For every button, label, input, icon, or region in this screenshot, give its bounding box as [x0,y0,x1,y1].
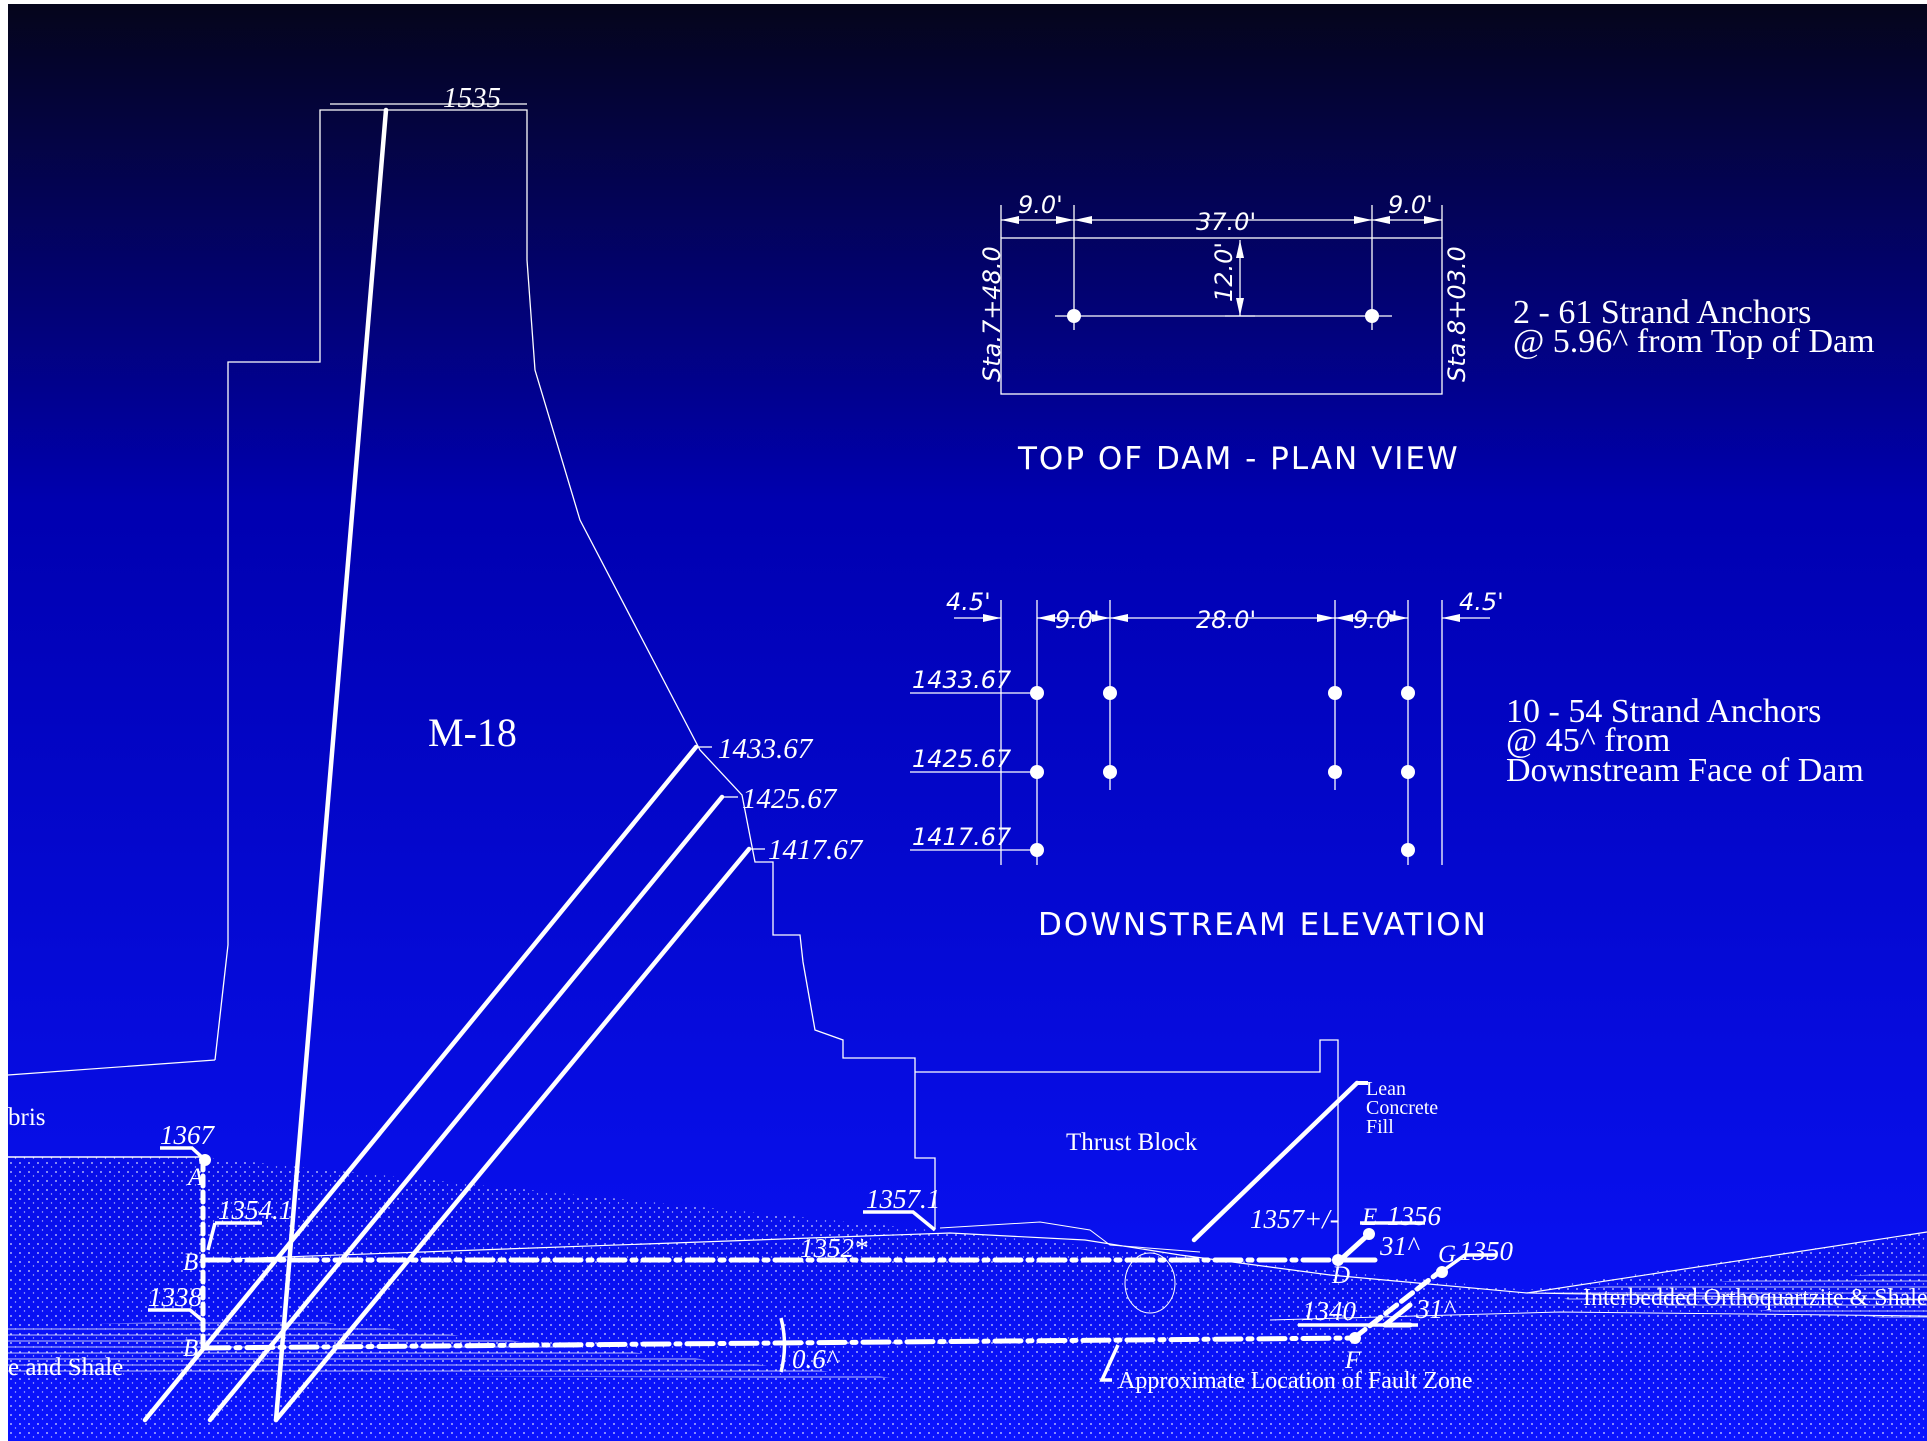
elev-1340: 1340 [1302,1296,1357,1326]
elev-1338: 1338 [148,1282,203,1312]
elev-row-1425: 1425.67 [912,745,1012,773]
point-b: B [183,1249,198,1276]
elev-note-line2: @ 45^ from [1506,722,1670,759]
anchor-elev-1417: 1417.67 [768,834,864,866]
dam-outline [214,109,1339,1270]
point-b-prime: B' [183,1335,204,1362]
foundation-rock [7,1059,1927,1441]
elev-note-line3: Downstream Face of Dam [1506,752,1864,789]
anchor-elev-1425: 1425.67 [742,783,838,815]
debris-label: bris [8,1104,46,1131]
elev-dim-4: 9.0' [1353,606,1398,634]
slip-surfaces [200,1157,1445,1351]
crest-elevation: 1535 [443,82,501,114]
elev-1367: 1367 [160,1120,216,1150]
elev-1354: 1354.1 [218,1195,292,1225]
plan-dim-vertical: 12.0' [1210,242,1238,302]
elev-1357-1: 1357.1 [866,1184,940,1214]
plan-note-line2: @ 5.96^ from Top of Dam [1513,323,1875,360]
point-d: D [1331,1262,1350,1289]
plan-dim-right: 9.0' [1388,191,1433,219]
point-f: F [1344,1347,1361,1374]
elev-row-1433: 1433.67 [912,666,1012,694]
angle-0-6: 0.6^ [792,1344,839,1374]
plan-dim-middle: 37.0' [1196,208,1256,236]
dam-block-label: M-18 [428,710,517,755]
shale-label-left: e and Shale [8,1354,123,1381]
anchors [142,107,1360,1423]
lean-fill-label-2: Concrete [1366,1097,1438,1119]
elev-row-1417: 1417.67 [912,823,1012,851]
elev-1350: 1350 [1459,1236,1514,1266]
elev-1357-pm: 1357+/- [1250,1204,1339,1234]
point-e: E [1361,1204,1377,1231]
plan-station-right: Sta.8+03.0 [1443,246,1471,382]
elev-dim-1: 4.5' [946,588,991,616]
elev-1352: 1352* [800,1233,868,1263]
shale-label-right: Interbedded Orthoquartzite & Shale [1583,1285,1927,1311]
plan-view-title: TOP OF DAM - PLAN VIEW [1017,441,1460,477]
elev-1356: 1356 [1387,1201,1442,1231]
anchor-elev-1433: 1433.67 [718,733,814,765]
elev-dim-5: 4.5' [1459,588,1504,616]
elev-dim-2: 9.0' [1055,606,1100,634]
drawing-border [0,0,1927,4]
lean-fill-label-3: Fill [1366,1116,1394,1138]
fault-zone-label: Approximate Location of Fault Zone [1118,1368,1473,1394]
plan-station-left: Sta.7+48.0 [978,246,1006,382]
plan-note-line1: 2 - 61 Strand Anchors [1513,294,1811,331]
point-a: A [186,1164,204,1191]
elevation-title: DOWNSTREAM ELEVATION [1038,907,1488,943]
angle-31-lower: 31^ [1415,1294,1456,1324]
elev-note-line1: 10 - 54 Strand Anchors [1506,693,1821,730]
plan-dim-left: 9.0' [1018,191,1063,219]
lean-fill-label-1: Lean [1366,1078,1406,1100]
angle-31-upper: 31^ [1379,1231,1420,1261]
elev-dim-3: 28.0' [1196,606,1256,634]
thrust-block-label: Thrust Block [1066,1129,1198,1156]
point-g: G [1438,1241,1456,1268]
